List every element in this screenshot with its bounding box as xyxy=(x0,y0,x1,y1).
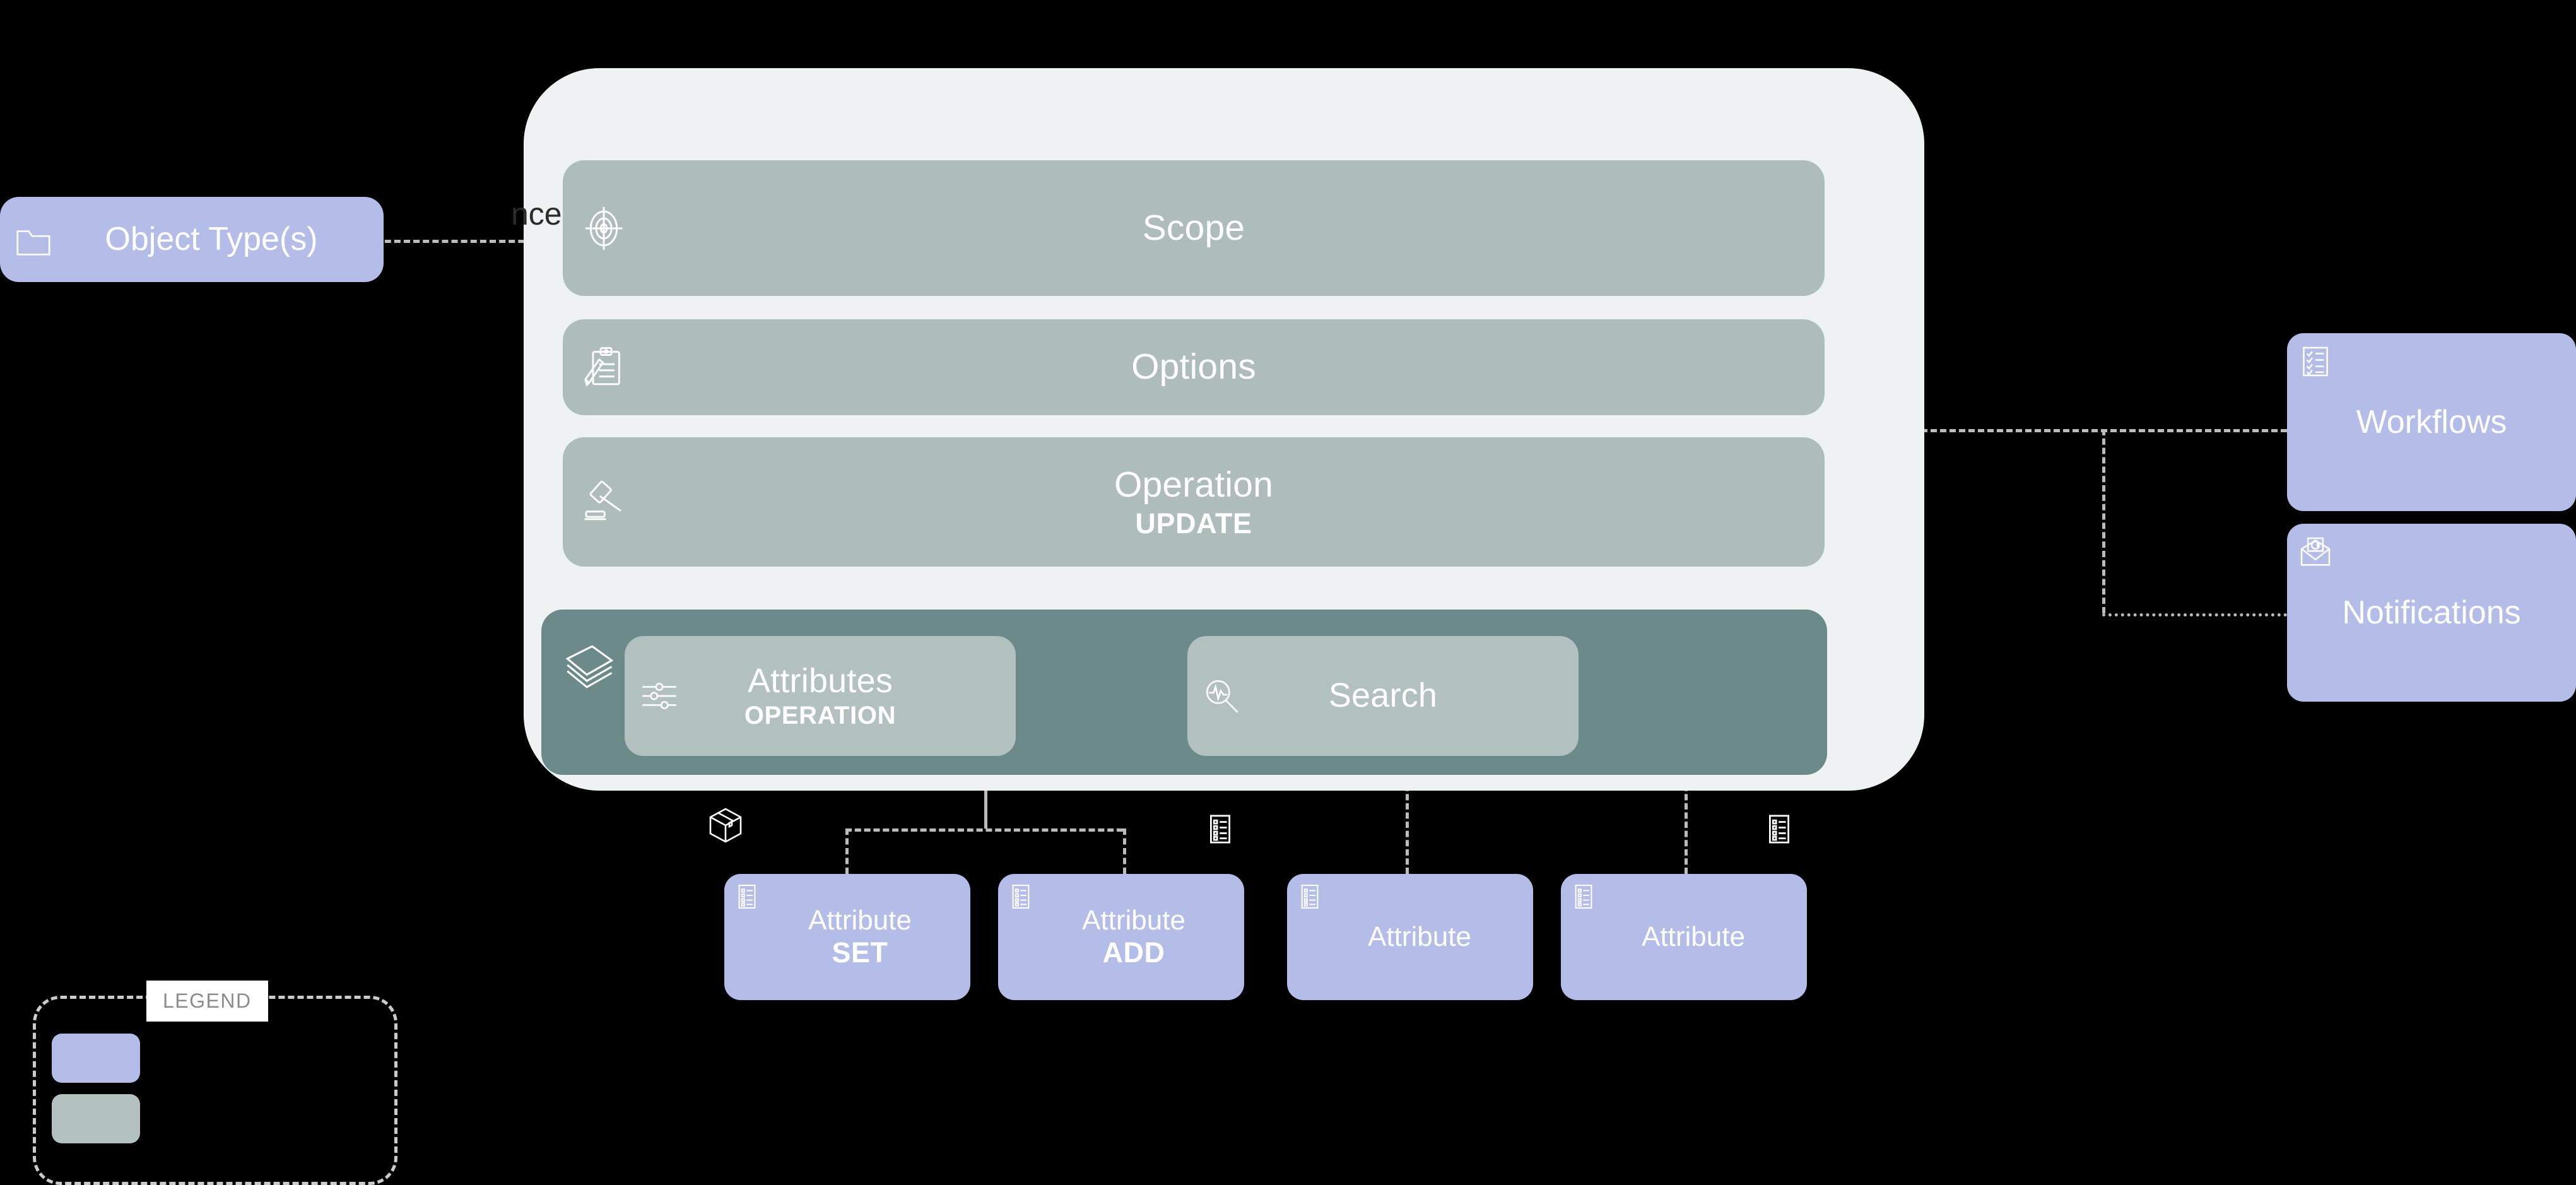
row-operation-subtitle: UPDATE xyxy=(1135,507,1252,539)
row-operation-title: Operation xyxy=(1114,464,1274,505)
legend-swatch-purple xyxy=(52,1034,140,1083)
row-operation-label: Operation UPDATE xyxy=(1114,464,1273,539)
attribute-list-icon xyxy=(1007,883,1035,911)
stacked-papers-icon xyxy=(560,639,617,696)
bulk-operation-panel: Scope Options xyxy=(524,68,1924,791)
envelope-at-icon xyxy=(2298,535,2332,569)
edge-attributes-stem xyxy=(984,773,987,828)
node-object-types-label: Object Type(s) xyxy=(105,221,318,258)
edge-label-clipped: nce xyxy=(511,196,562,232)
node-object-types[interactable]: Object Type(s) xyxy=(0,197,384,282)
card-attributes-label: Attributes OPERATION xyxy=(744,661,896,731)
edge-to-attribute-add xyxy=(1123,828,1126,874)
edge-to-attribute-3 xyxy=(1406,757,1409,874)
card-attributes-title: Attributes xyxy=(747,661,893,700)
node-notifications-label: Notifications xyxy=(2342,594,2521,631)
attribute-list-icon xyxy=(733,883,761,911)
sliders-icon xyxy=(638,675,680,717)
edge-branch-to-notifications xyxy=(2102,613,2287,616)
edge-to-attribute-set xyxy=(845,828,849,874)
edge-workflow-branch-vertical xyxy=(2102,429,2105,613)
row-operation[interactable]: Operation UPDATE xyxy=(563,437,1825,567)
attribute-list-icon xyxy=(1570,883,1597,911)
target-icon xyxy=(579,204,628,253)
node-workflows[interactable]: Workflows xyxy=(2287,333,2576,511)
node-attribute-add-label: Attribute ADD xyxy=(1082,904,1185,969)
node-attribute-3[interactable]: Attribute xyxy=(1287,874,1533,1000)
node-attribute-add-title: Attribute xyxy=(1082,905,1185,936)
row-scope-label: Scope xyxy=(1142,207,1245,248)
node-attribute-4-label: Attribute xyxy=(1642,921,1745,953)
card-attributes[interactable]: Attributes OPERATION xyxy=(625,636,1016,756)
attribute-list-icon xyxy=(1763,813,1796,846)
card-search[interactable]: Search xyxy=(1187,636,1579,756)
node-attribute-set-subtitle: SET xyxy=(832,936,888,969)
folder-icon xyxy=(14,220,53,259)
node-attribute-set-label: Attribute SET xyxy=(808,904,912,969)
node-attribute-4[interactable]: Attribute xyxy=(1561,874,1807,1000)
node-workflows-label: Workflows xyxy=(2356,403,2507,440)
legend-title: LEGEND xyxy=(146,981,268,1022)
node-attribute-add[interactable]: Attribute ADD xyxy=(998,874,1244,1000)
checklist-icon xyxy=(2298,345,2332,379)
row-options[interactable]: Options xyxy=(563,319,1825,415)
card-attributes-subtitle: OPERATION xyxy=(744,702,897,730)
edge-to-attribute-4 xyxy=(1685,757,1688,874)
node-notifications[interactable]: Notifications xyxy=(2287,524,2576,702)
clipboard-pencil-icon xyxy=(579,343,628,392)
attribute-list-icon xyxy=(1204,813,1237,846)
card-search-label: Search xyxy=(1328,676,1438,715)
magnifier-pulse-icon xyxy=(1201,675,1243,717)
node-attribute-set-title: Attribute xyxy=(808,905,912,936)
row-scope[interactable]: Scope xyxy=(563,160,1825,296)
edge-setadd-bracket-top xyxy=(845,828,1123,832)
gavel-icon xyxy=(579,478,628,527)
node-attribute-3-label: Attribute xyxy=(1368,921,1471,953)
legend-swatch-sage xyxy=(52,1094,140,1143)
package-icon xyxy=(705,805,746,846)
row-options-label: Options xyxy=(1131,346,1256,387)
attribute-list-icon xyxy=(1296,883,1324,911)
node-attribute-set[interactable]: Attribute SET xyxy=(724,874,970,1000)
legend-box xyxy=(33,996,397,1185)
node-attribute-add-subtitle: ADD xyxy=(1102,936,1165,969)
